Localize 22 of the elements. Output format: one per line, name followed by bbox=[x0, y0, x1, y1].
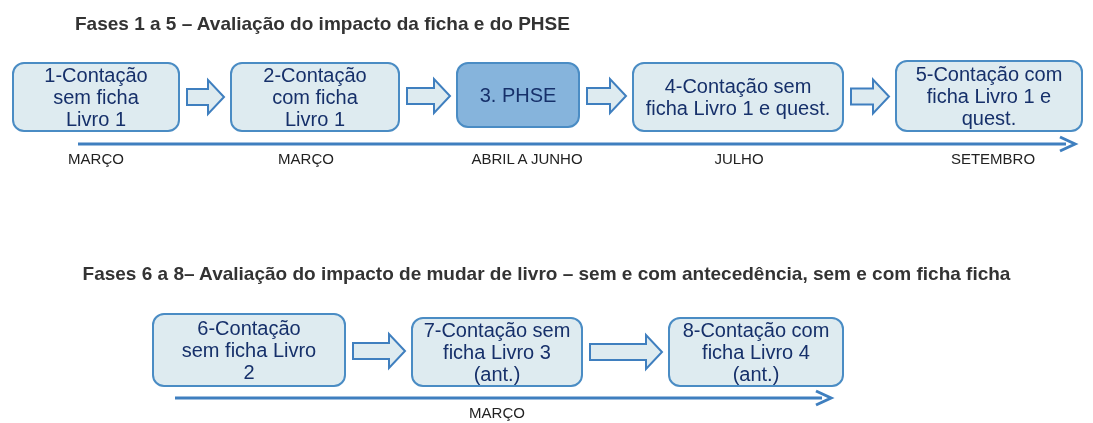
month-label: MARÇO bbox=[469, 404, 525, 422]
process-box: 1-Contação sem ficha Livro 1 bbox=[12, 62, 180, 132]
month-label: JULHO bbox=[714, 150, 764, 168]
block-arrow bbox=[352, 331, 407, 371]
month-label: SETEMBRO bbox=[950, 150, 1036, 168]
section-title: Fases 6 a 8– Avaliação do impacto de mudar de livro – sem e com antecedência, sem e com ficha ficha bbox=[81, 262, 1012, 286]
month-label: ABRIL A JUNHO bbox=[471, 150, 583, 168]
block-arrow bbox=[406, 76, 452, 116]
block-arrow bbox=[186, 77, 226, 117]
block-arrow bbox=[589, 332, 664, 372]
process-box: 8-Contação com ficha Livro 4 (ant.) bbox=[668, 317, 844, 387]
process-box: 4-Contação sem ficha Livro 1 e quest. bbox=[632, 62, 844, 132]
month-label: MARÇO bbox=[278, 150, 334, 168]
process-box: 5-Contação com ficha Livro 1 e quest. bbox=[895, 60, 1083, 132]
block-arrow bbox=[850, 76, 891, 117]
month-label: MARÇO bbox=[68, 150, 124, 168]
process-box: 7-Contação sem ficha Livro 3 (ant.) bbox=[411, 317, 583, 387]
process-box: 6-Contação sem ficha Livro 2 bbox=[152, 313, 346, 387]
process-box: 2-Contação com ficha Livro 1 bbox=[230, 62, 400, 132]
title: Fases 1 a 5 – Avaliação do impacto da ficha e do PHSE bbox=[75, 12, 570, 36]
process-box: 3. PHSE bbox=[456, 62, 580, 128]
block-arrow bbox=[586, 76, 628, 116]
